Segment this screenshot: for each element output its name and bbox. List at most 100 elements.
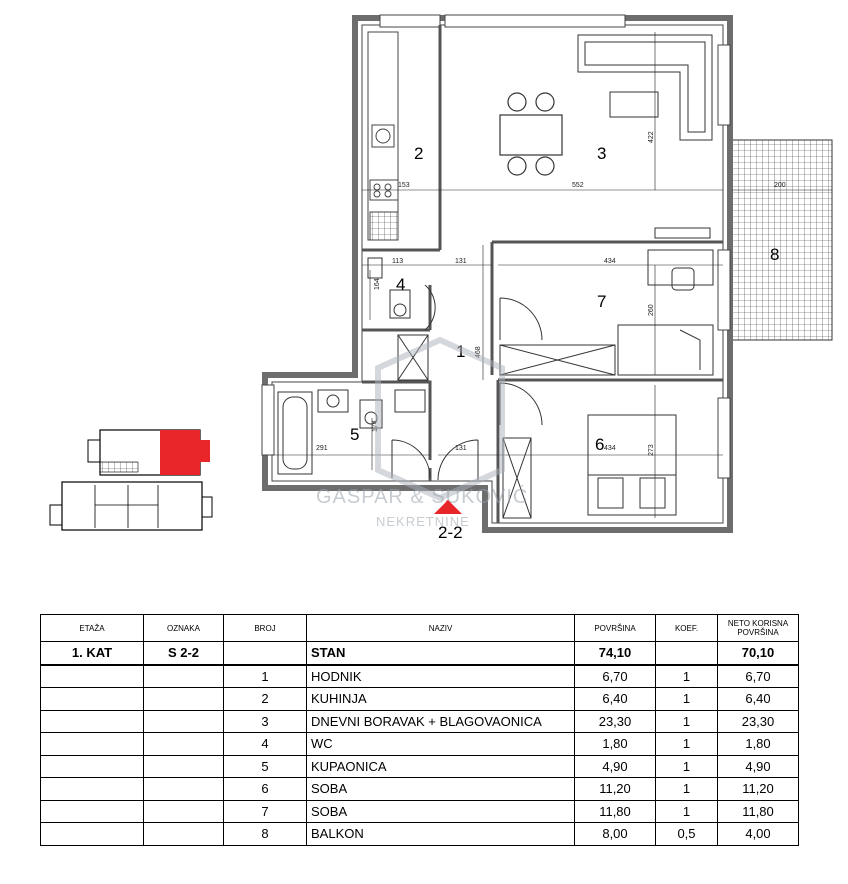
room-label-6: 6 <box>595 435 604 454</box>
cell-neto: 4,90 <box>717 754 799 778</box>
cell-povrsina: 23,30 <box>574 709 656 733</box>
room-label-7: 7 <box>597 292 606 311</box>
cell-naziv: STAN <box>306 641 575 666</box>
cell-neto: 6,40 <box>717 687 799 711</box>
cell-koef: 1 <box>655 799 718 823</box>
cell-neto: 1,80 <box>717 732 799 756</box>
room-label-5: 5 <box>350 425 359 444</box>
room-label-2: 2 <box>414 144 423 163</box>
cell-neto: 23,30 <box>717 709 799 733</box>
col-header-oznaka: OZNAKA <box>143 614 224 642</box>
col-header-etaza: ETAŽA <box>40 614 144 642</box>
col-header-povrsina: POVRŠINA <box>574 614 656 642</box>
table-row: 8 BALKON 8,00 0,5 4,00 <box>40 822 799 846</box>
balcony-area <box>731 139 833 341</box>
cell-povrsina: 74,10 <box>574 641 656 666</box>
windows <box>261 14 731 479</box>
cell-koef: 1 <box>655 687 718 711</box>
cell-naziv: KUPAONICA <box>306 754 575 778</box>
cell-koef: 0,5 <box>655 822 718 846</box>
col-header-neto: NETO KORISNA POVRŠINA <box>717 614 799 642</box>
section-marker: 2-2 <box>434 500 463 542</box>
cell-koef: 1 <box>655 709 718 733</box>
col-header-broj: BROJ <box>223 614 307 642</box>
cell-povrsina: 4,90 <box>574 754 656 778</box>
cell-koef: 1 <box>655 732 718 756</box>
dim-label: 434 <box>604 258 616 265</box>
cell-naziv: KUHINJA <box>306 687 575 711</box>
dimension-labels: 153 552 422 200 113 131 164 434 260 468 … <box>316 131 786 456</box>
cell-naziv: SOBA <box>306 777 575 801</box>
cell-neto: 11,20 <box>717 777 799 801</box>
dim-label: 260 <box>648 304 655 316</box>
table-header-row: ETAŽA OZNAKA BROJ NAZIV POVRŠINA KOEF. N… <box>40 614 799 642</box>
cell-koef: 1 <box>655 777 718 801</box>
kitchen-units <box>367 31 399 241</box>
table-row: 5 KUPAONICA 4,90 1 4,90 <box>40 754 799 778</box>
cell-povrsina: 1,80 <box>574 732 656 756</box>
cell-naziv: DNEVNI BORAVAK + BLAGOVAONICA <box>306 709 575 733</box>
wardrobe-room-7 <box>499 249 714 376</box>
dimension-lines <box>272 32 832 518</box>
dim-label: 131 <box>455 258 467 265</box>
cell-broj: 7 <box>223 799 307 823</box>
table-row: 7 SOBA 11,80 1 11,80 <box>40 799 799 823</box>
dim-label: 153 <box>398 182 410 189</box>
dim-label: 164 <box>374 278 381 290</box>
room-label-8: 8 <box>770 245 779 264</box>
outer-walls <box>262 15 733 533</box>
dim-label: 552 <box>572 182 584 189</box>
cell-neto: 70,10 <box>717 641 799 666</box>
cell-neto: 6,70 <box>717 664 799 688</box>
dim-label: 291 <box>316 445 328 452</box>
dim-label: 273 <box>648 444 655 456</box>
key-plan <box>49 429 213 531</box>
dim-label: 468 <box>475 346 482 358</box>
room-labels: 2 3 8 4 7 1 5 6 <box>350 144 779 454</box>
cell-povrsina: 8,00 <box>574 822 656 846</box>
cell-broj: 6 <box>223 777 307 801</box>
cell-koef: 1 <box>655 664 718 688</box>
dim-label: 422 <box>648 131 655 143</box>
cell-broj: 4 <box>223 732 307 756</box>
col-header-koef: KOEF. <box>655 614 718 642</box>
cell-oznaka: S 2-2 <box>143 641 224 666</box>
cell-broj: 2 <box>223 687 307 711</box>
col-header-naziv: NAZIV <box>306 614 575 642</box>
area-table: ETAŽA OZNAKA BROJ NAZIV POVRŠINA KOEF. N… <box>40 614 799 846</box>
cell-koef: 1 <box>655 754 718 778</box>
cell-povrsina: 6,40 <box>574 687 656 711</box>
cell-naziv: WC <box>306 732 575 756</box>
table-row: 6 SOBA 11,20 1 11,20 <box>40 777 799 801</box>
cell-povrsina: 11,80 <box>574 799 656 823</box>
cell-broj: 3 <box>223 709 307 733</box>
room-label-3: 3 <box>597 144 606 163</box>
cell-neto: 11,80 <box>717 799 799 823</box>
table-row: 2 KUHINJA 6,40 1 6,40 <box>40 687 799 711</box>
cell-neto: 4,00 <box>717 822 799 846</box>
watermark-line2: NEKRETNINE <box>376 514 470 529</box>
cell-broj: 5 <box>223 754 307 778</box>
interior-walls <box>362 25 723 523</box>
cell-broj: 8 <box>223 822 307 846</box>
dim-label: 113 <box>392 258 403 265</box>
cell-naziv: BALKON <box>306 822 575 846</box>
dim-label: 434 <box>604 445 616 452</box>
cell-broj: 1 <box>223 664 307 688</box>
bedroom-6-furniture <box>502 414 677 519</box>
watermark: GASPAR & SUKOVIĆ NEKRETNINE <box>316 336 528 529</box>
section-label: 2-2 <box>438 523 463 542</box>
cell-povrsina: 6,70 <box>574 664 656 688</box>
floor-plan: 153 552 422 200 113 131 164 434 260 468 … <box>49 14 833 542</box>
cell-etaza: 1. KAT <box>40 641 144 666</box>
highlighted-unit <box>160 430 200 475</box>
table-row: 4 WC 1,80 1 1,80 <box>40 732 799 756</box>
cell-naziv: HODNIK <box>306 664 575 688</box>
cell-povrsina: 11,20 <box>574 777 656 801</box>
table-row: 3 DNEVNI BORAVAK + BLAGOVAONICA 23,30 1 … <box>40 709 799 733</box>
summary-row: 1. KAT S 2-2 STAN 74,10 70,10 <box>40 641 799 666</box>
watermark-line1: GASPAR & SUKOVIĆ <box>316 485 528 508</box>
dining-table <box>499 92 563 176</box>
dim-label: 200 <box>774 182 786 189</box>
cell-koef <box>655 641 718 666</box>
